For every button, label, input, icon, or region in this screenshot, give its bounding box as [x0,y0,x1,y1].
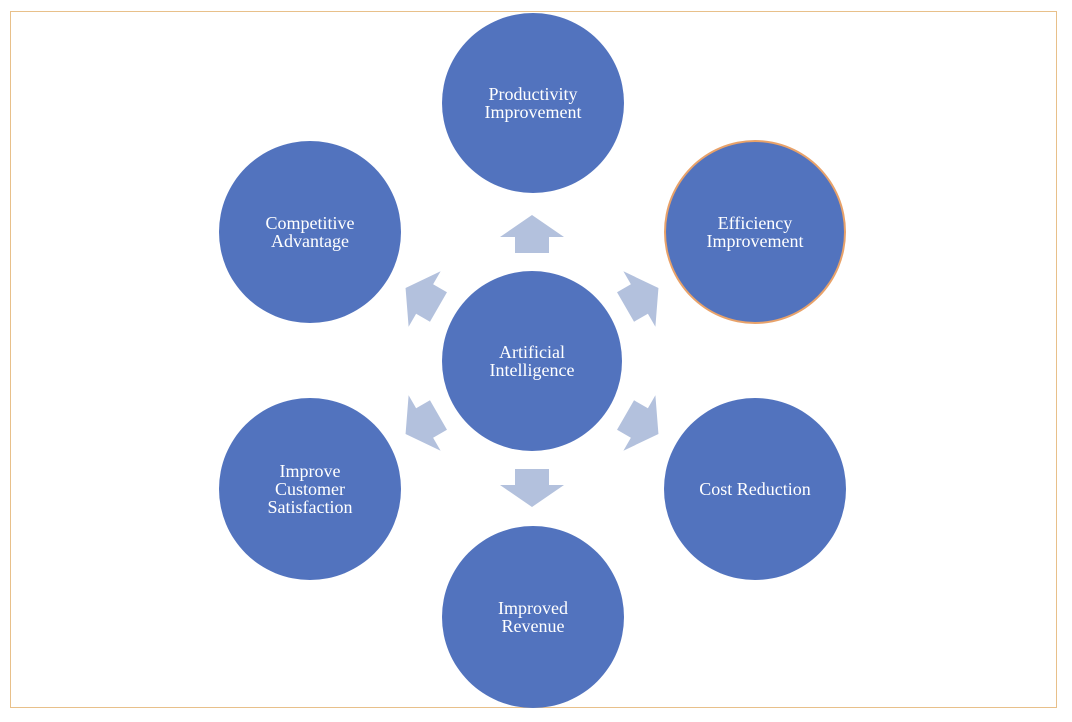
node-label: Cost Reduction [699,479,811,499]
arrow-to-productivity [500,215,564,253]
center-node-artificial-intelligence: Artificial Intelligence [442,271,622,451]
center-node-label: Artificial Intelligence [489,342,575,380]
node-label: Competitive Advantage [265,213,355,251]
arrow-to-customer [405,395,447,451]
node-efficiency-improvement: Efficiency Improvement [664,140,846,324]
node-label: Efficiency Improvement [706,213,804,251]
node-label: Improve Customer Satisfaction [267,461,353,517]
arrow-to-competitive [405,271,447,327]
node-improve-customer-satisfaction: Improve Customer Satisfaction [219,398,401,580]
node-improved-revenue: Improved Revenue [442,526,624,708]
node-label: Productivity Improvement [484,84,582,122]
node-cost-reduction: Cost Reduction [664,398,846,580]
node-competitive-advantage: Competitive Advantage [219,141,401,323]
arrow-to-cost [617,395,659,451]
arrow-to-revenue [500,469,564,507]
node-label: Improved Revenue [498,598,568,636]
node-productivity-improvement: Productivity Improvement [442,13,624,193]
arrow-to-efficiency [617,271,659,327]
